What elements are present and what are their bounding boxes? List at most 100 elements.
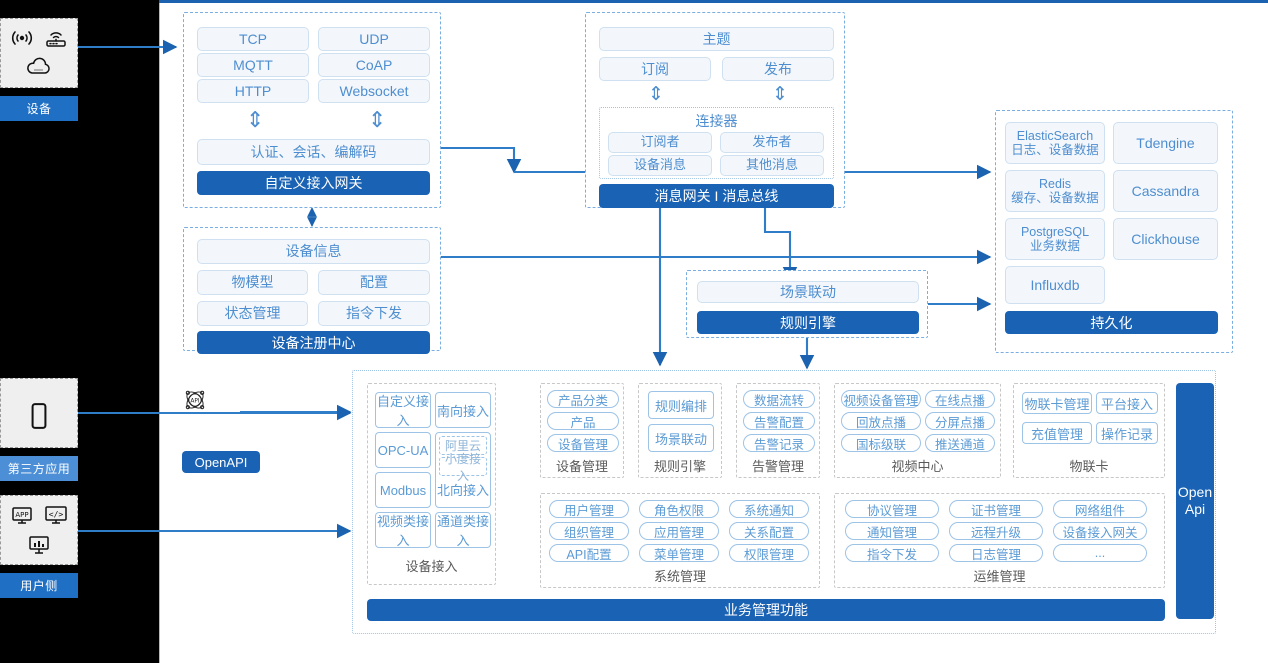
dm-product[interactable]: 产品 [547, 412, 619, 430]
message-gateway-title[interactable]: 消息网关 I 消息总线 [599, 184, 834, 208]
da-opc-ua[interactable]: OPC-UA [375, 432, 431, 468]
device-info-cell[interactable]: 设备信息 [197, 239, 430, 264]
user-side-icon-box: APP </> [0, 495, 78, 565]
om-device-access-gateway[interactable]: 设备接入网关 [1053, 522, 1147, 540]
sm-role-permission[interactable]: 角色权限 [639, 500, 719, 518]
connector-subscriber[interactable]: 订阅者 [608, 132, 712, 153]
store-postgresql[interactable]: PostgreSQL 业务数据 [1005, 218, 1105, 260]
ic-card-management[interactable]: 物联卡管理 [1022, 392, 1092, 414]
vc-online-play[interactable]: 在线点播 [925, 390, 995, 408]
store-cassandra[interactable]: Cassandra [1113, 170, 1218, 212]
scene-linkage-cell[interactable]: 场景联动 [697, 281, 919, 303]
om-network-component[interactable]: 网络组件 [1053, 500, 1147, 518]
ic-operation-record[interactable]: 操作记录 [1096, 422, 1158, 444]
sm-user-management[interactable]: 用户管理 [549, 500, 629, 518]
connector-device-message[interactable]: 设备消息 [608, 155, 712, 176]
custom-access-gateway-title[interactable]: 自定义接入网关 [197, 171, 430, 195]
store-clickhouse[interactable]: Clickhouse [1113, 218, 1218, 260]
dm-product-category[interactable]: 产品分类 [547, 390, 619, 408]
protocol-coap[interactable]: CoAP [318, 53, 430, 77]
sm-menu-management[interactable]: 菜单管理 [639, 544, 719, 562]
ic-recharge-management[interactable]: 充值管理 [1022, 422, 1092, 444]
device-icon-box [0, 18, 78, 88]
om-more[interactable]: ... [1053, 544, 1147, 562]
store-redis-desc: 缓存、设备数据 [1011, 191, 1099, 205]
business-label-ops-management: 运维管理 [973, 569, 1026, 584]
am-alarm-config[interactable]: 告警配置 [743, 412, 815, 430]
business-label-rule-engine: 规则引擎 [653, 459, 706, 474]
store-influxdb[interactable]: Influxdb [1005, 266, 1105, 304]
openapi-label[interactable]: OpenAPI [182, 451, 260, 473]
thing-model-cell[interactable]: 物模型 [197, 270, 308, 295]
actor-user-side-label: 用户侧 [0, 573, 78, 598]
da-alicloud[interactable]: 阿里云 [439, 436, 487, 455]
am-data-flow[interactable]: 数据流转 [743, 390, 815, 408]
sm-org-management[interactable]: 组织管理 [549, 522, 629, 540]
persistence-title[interactable]: 持久化 [1005, 311, 1218, 334]
bidirectional-arrow-right-icon: ⇕ [368, 107, 387, 132]
protocol-http[interactable]: HTTP [197, 79, 309, 103]
auth-session-codec[interactable]: 认证、会话、编解码 [197, 139, 430, 165]
protocol-tcp[interactable]: TCP [197, 27, 309, 51]
protocol-mqtt[interactable]: MQTT [197, 53, 309, 77]
vc-gb-cascade[interactable]: 国标级联 [841, 434, 921, 452]
protocol-websocket[interactable]: Websocket [318, 79, 430, 103]
sm-api-config[interactable]: API配置 [549, 544, 629, 562]
protocol-udp[interactable]: UDP [318, 27, 430, 51]
om-log-management[interactable]: 日志管理 [949, 544, 1043, 562]
topic-cell[interactable]: 主题 [599, 27, 834, 51]
da-xiaodu-access[interactable]: 小度接入 [439, 452, 487, 483]
bus-bidirectional-arrow-right-icon: ⇕ [772, 84, 788, 105]
sm-app-management[interactable]: 应用管理 [639, 522, 719, 540]
publish-cell[interactable]: 发布 [722, 57, 834, 81]
sm-system-notice[interactable]: 系统通知 [729, 500, 809, 518]
re-scene-linkage[interactable]: 场景联动 [648, 424, 714, 452]
open-api-vertical-bar[interactable]: Open Api [1176, 383, 1214, 619]
persistence-group: ElasticSearch 日志、设备数据 Tdengine Redis 缓存、… [995, 110, 1233, 353]
rule-engine-group: 场景联动 规则引擎 [686, 270, 928, 338]
svg-text:</>: </> [49, 510, 64, 519]
am-alarm-record[interactable]: 告警记录 [743, 434, 815, 452]
business-group-alarm-management: 数据流转 告警配置 告警记录 告警管理 [736, 383, 820, 478]
vc-push-channel[interactable]: 推送通道 [925, 434, 995, 452]
dm-device-management[interactable]: 设备管理 [547, 434, 619, 452]
da-channel-access[interactable]: 通道类接入 [435, 512, 491, 548]
business-label-device-management: 设备管理 [555, 459, 608, 474]
connector-other-message[interactable]: 其他消息 [720, 155, 824, 176]
vc-split-screen-play[interactable]: 分屏点播 [925, 412, 995, 430]
re-rule-orchestration[interactable]: 规则编排 [648, 391, 714, 419]
om-protocol-management[interactable]: 协议管理 [845, 500, 939, 518]
store-tdengine[interactable]: Tdengine [1113, 122, 1218, 164]
rule-engine-title[interactable]: 规则引擎 [697, 311, 919, 334]
da-modbus[interactable]: Modbus [375, 472, 431, 508]
connector-group: 连接器 订阅者 发布者 设备消息 其他消息 [599, 107, 834, 179]
business-label-device-access: 设备接入 [405, 559, 458, 574]
vc-playback[interactable]: 回放点播 [841, 412, 921, 430]
da-video-access[interactable]: 视频类接入 [375, 512, 431, 548]
store-redis[interactable]: Redis 缓存、设备数据 [1005, 170, 1105, 212]
device-registry-title[interactable]: 设备注册中心 [197, 331, 430, 354]
vc-video-device-management[interactable]: 视频设备管理 [841, 390, 921, 408]
config-cell[interactable]: 配置 [318, 270, 430, 295]
da-northbound-access[interactable]: 北向接入 [436, 483, 489, 498]
om-notice-management[interactable]: 通知管理 [845, 522, 939, 540]
subscribe-cell[interactable]: 订阅 [599, 57, 711, 81]
om-remote-upgrade[interactable]: 远程升级 [949, 522, 1043, 540]
state-management-cell[interactable]: 状态管理 [197, 301, 308, 326]
openapi-block: API OpenAPI [182, 380, 260, 473]
third-party-icon-box [0, 378, 78, 448]
business-management-title[interactable]: 业务管理功能 [367, 599, 1165, 621]
store-elasticsearch-name: ElasticSearch [1016, 128, 1094, 143]
om-cert-management[interactable]: 证书管理 [949, 500, 1043, 518]
business-management-group: 自定义接入 南向接入 OPC-UA Modbus 阿里云 小度接入 北向接入 视… [352, 370, 1216, 634]
da-southbound-access[interactable]: 南向接入 [435, 392, 491, 428]
da-custom-access[interactable]: 自定义接入 [375, 392, 431, 428]
connector-publisher[interactable]: 发布者 [720, 132, 824, 153]
om-command-dispatch[interactable]: 指令下发 [845, 544, 939, 562]
ic-platform-access[interactable]: 平台接入 [1096, 392, 1158, 414]
store-elasticsearch[interactable]: ElasticSearch 日志、设备数据 [1005, 122, 1105, 164]
command-dispatch-cell[interactable]: 指令下发 [318, 301, 430, 326]
sm-relation-config[interactable]: 关系配置 [729, 522, 809, 540]
api-atom-icon: API [182, 380, 208, 410]
sm-permission-management[interactable]: 权限管理 [729, 544, 809, 562]
